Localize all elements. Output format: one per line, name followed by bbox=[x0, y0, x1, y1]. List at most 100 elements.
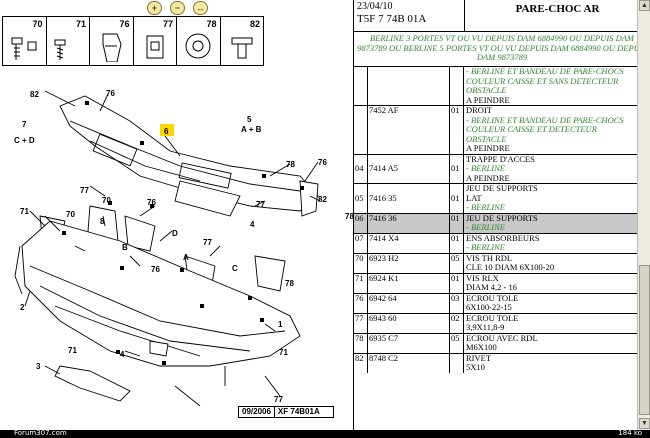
header-info: 23/04/10 T5F 7 74B 01A bbox=[354, 0, 465, 31]
callout-71[interactable]: 71 bbox=[20, 207, 29, 216]
callout-77d[interactable]: 77 bbox=[274, 395, 283, 404]
description-line: LAT bbox=[466, 192, 482, 203]
quantity: 01 bbox=[450, 273, 464, 293]
quantity: 01 bbox=[450, 184, 464, 213]
description-line: TRAPPE D'ACCES bbox=[466, 153, 535, 164]
scrollbar-thumb[interactable] bbox=[639, 265, 650, 415]
callout-c-d[interactable]: C + D bbox=[14, 136, 35, 145]
callout-2[interactable]: 2 bbox=[20, 303, 25, 312]
callout-76d[interactable]: 76 bbox=[151, 265, 160, 274]
callout-78[interactable]: 78 bbox=[286, 160, 295, 169]
part-reference: 8748 C2 bbox=[368, 353, 450, 373]
callout-5[interactable]: 5 bbox=[247, 115, 252, 124]
description-line: DIAM 4,2 - 16 bbox=[466, 282, 517, 292]
vertical-scrollbar[interactable]: ▲ ▼ bbox=[637, 0, 650, 430]
part-reference: 6942 64 bbox=[368, 293, 450, 313]
description: JEU DE SUPPORTS- BERLINE bbox=[464, 212, 637, 233]
zoom-toolbar: + − ↔ bbox=[130, 0, 230, 16]
quantity: 01 bbox=[450, 233, 464, 253]
item-number: 06 bbox=[354, 213, 368, 233]
description-line: ENS ABSORBEURS bbox=[466, 232, 540, 243]
scroll-up-arrow-icon[interactable]: ▲ bbox=[639, 0, 650, 11]
part-cell-76[interactable]: 76 bbox=[90, 17, 134, 65]
description-line: 6X100-22-15 bbox=[466, 302, 512, 312]
part-number: 76 bbox=[119, 19, 130, 29]
description-line: DROIT bbox=[466, 105, 492, 115]
callout-70[interactable]: 70 bbox=[102, 196, 111, 205]
description-line: A PEINDRE bbox=[466, 94, 510, 105]
drawing-reference-box: 09/2006 XF 74B01A bbox=[238, 406, 334, 418]
callout-a-b[interactable]: A + B bbox=[241, 125, 262, 134]
description-line: CLE 10 DIAM 6X100-20 bbox=[466, 262, 555, 272]
callout-c[interactable]: C bbox=[232, 264, 238, 273]
page-title: PARE-CHOC AR bbox=[515, 3, 600, 15]
callout-3[interactable]: 3 bbox=[36, 362, 41, 371]
callout-76[interactable]: 76 bbox=[106, 89, 115, 98]
table-row[interactable]: - BERLINE ET BANDEAU DE PARE-CHOCS COULE… bbox=[354, 67, 637, 105]
description-line: ECROU AVEC RDL bbox=[466, 332, 538, 343]
callout-78b[interactable]: 78 bbox=[345, 212, 354, 221]
callout-71b[interactable]: 71 bbox=[68, 346, 77, 355]
zoom-out-icon[interactable]: − bbox=[170, 1, 185, 15]
part-cell-70[interactable]: 70 bbox=[3, 17, 47, 65]
nut-clip-icon bbox=[139, 30, 169, 62]
washer-nut-icon bbox=[182, 30, 212, 62]
callout-71c[interactable]: 71 bbox=[279, 348, 288, 357]
applicability-note: BERLINE 3 PORTES VT OU VU DEPUIS DAM 688… bbox=[354, 32, 650, 67]
callout-6[interactable]: 6 bbox=[164, 127, 169, 136]
callout-82[interactable]: 82 bbox=[30, 90, 39, 99]
callout-b[interactable]: B bbox=[122, 243, 128, 252]
part-number: 70 bbox=[32, 19, 43, 29]
part-reference: 6923 H2 bbox=[368, 253, 450, 273]
part-reference: 7414 A5 bbox=[368, 154, 450, 183]
part-reference: 6924 K1 bbox=[368, 273, 450, 293]
applicability-line: - BERLINE bbox=[466, 202, 505, 212]
callout-d[interactable]: D bbox=[172, 229, 178, 238]
callout-77b[interactable]: 77 bbox=[256, 200, 265, 209]
callout-4b[interactable]: 4 bbox=[250, 220, 255, 229]
callout-8[interactable]: 8 bbox=[100, 217, 105, 226]
callout-7[interactable]: 7 bbox=[22, 120, 27, 129]
callout-82b[interactable]: 82 bbox=[318, 195, 327, 204]
clip-icon bbox=[95, 30, 125, 63]
callout-76b[interactable]: 76 bbox=[318, 158, 327, 167]
description-line: A PEINDRE bbox=[466, 172, 510, 183]
file-size: 184 ko bbox=[618, 429, 642, 437]
zoom-fit-icon[interactable]: ↔ bbox=[193, 1, 208, 15]
callout-77[interactable]: 77 bbox=[80, 186, 89, 195]
part-cell-82[interactable]: 82 bbox=[221, 17, 264, 65]
callout-4[interactable]: 4 bbox=[120, 350, 125, 359]
callout-70b[interactable]: 70 bbox=[66, 210, 75, 219]
zoom-in-icon[interactable]: + bbox=[147, 1, 162, 15]
description-line: JEU DE SUPPORTS bbox=[466, 212, 538, 223]
callout-77c[interactable]: 77 bbox=[203, 238, 212, 247]
part-cell-71[interactable]: 71 bbox=[47, 17, 90, 65]
part-cell-78[interactable]: 78 bbox=[177, 17, 221, 65]
callout-76c[interactable]: 76 bbox=[147, 198, 156, 207]
quantity bbox=[450, 353, 464, 373]
description: DROIT- BERLINE ET BANDEAU DE PARE-CHOCS … bbox=[464, 105, 637, 154]
part-cell-77[interactable]: 77 bbox=[134, 17, 177, 65]
callout-78c[interactable]: 78 bbox=[285, 279, 294, 288]
callout-a[interactable]: A bbox=[183, 253, 189, 262]
scroll-down-arrow-icon[interactable]: ▼ bbox=[639, 418, 650, 429]
header-ref: T5F 7 74B 01A bbox=[357, 13, 427, 25]
callout-1[interactable]: 1 bbox=[278, 320, 283, 329]
